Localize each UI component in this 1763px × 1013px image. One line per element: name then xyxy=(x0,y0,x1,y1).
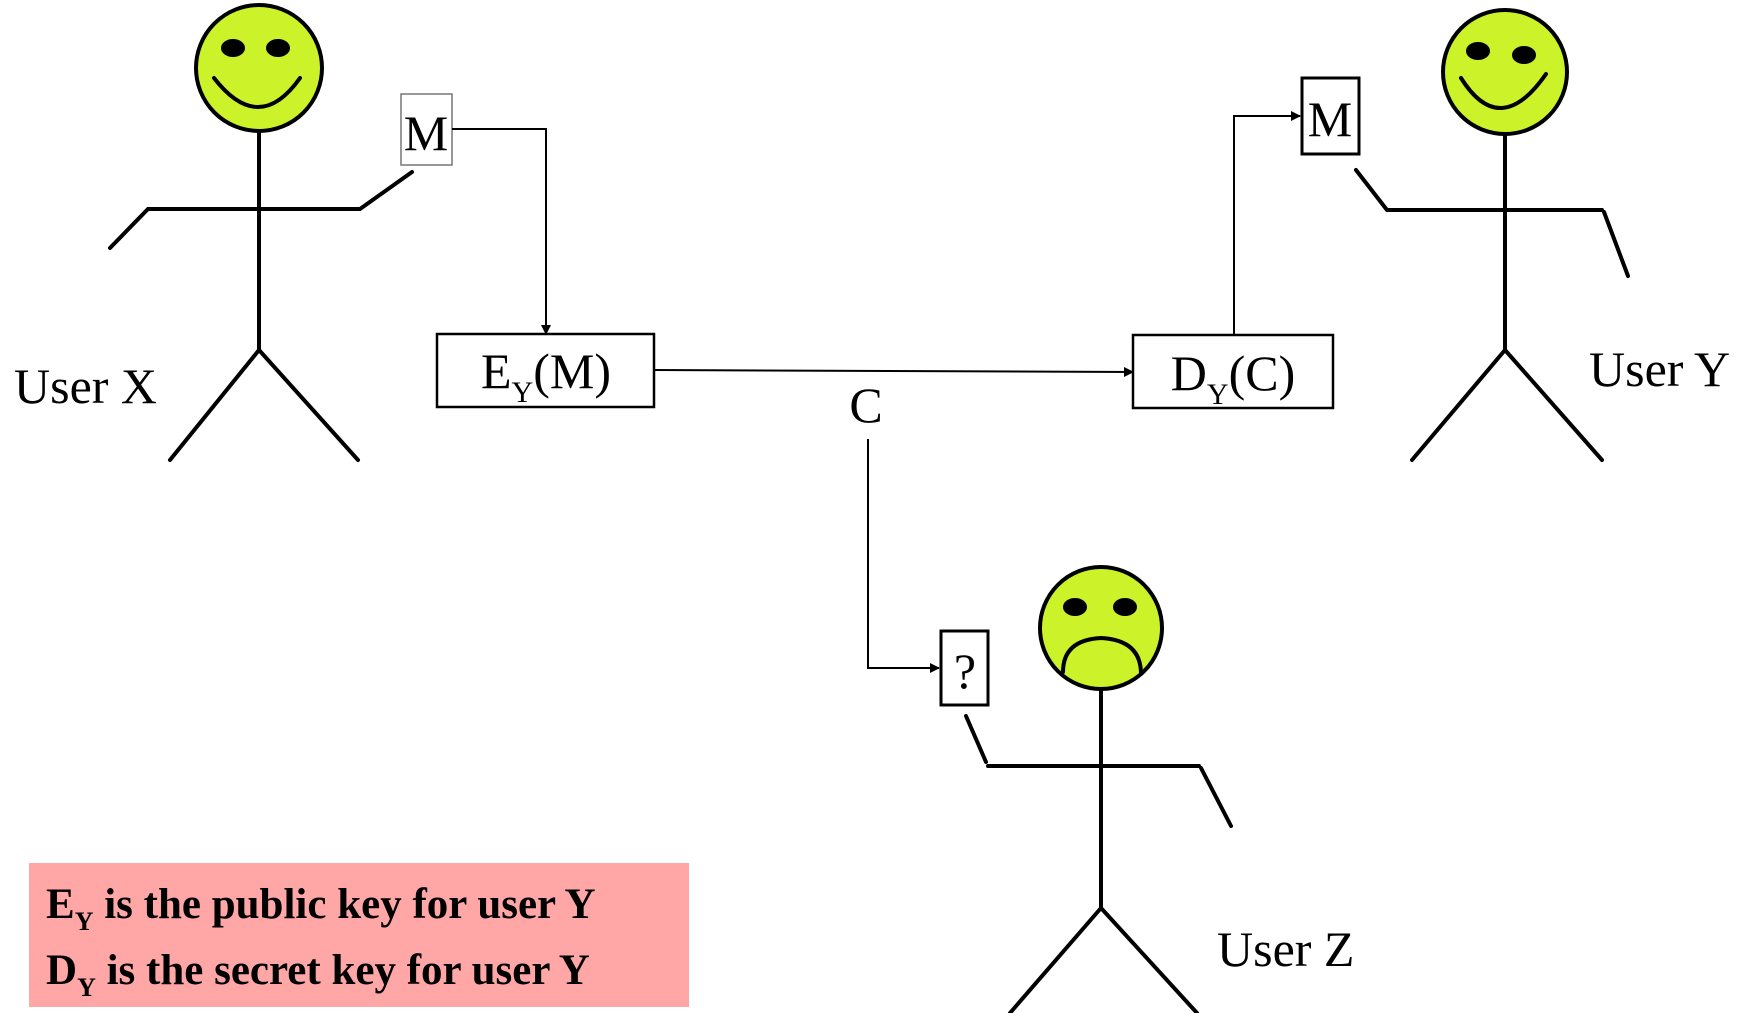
plaintext-x-label: M xyxy=(404,105,448,161)
smiley-face-icon xyxy=(194,3,324,133)
legend-box: EY is the public key for user Y DY is th… xyxy=(29,863,689,1007)
arrow-to-encrypt xyxy=(452,128,551,335)
user-z-figure xyxy=(964,565,1233,1013)
encrypt-label: EY(M) xyxy=(481,343,611,409)
plaintext-box-y: M xyxy=(1300,76,1361,156)
eavesdrop-arrow xyxy=(867,439,940,673)
unknown-label: ? xyxy=(954,643,976,699)
plaintext-box-x: M xyxy=(400,93,453,166)
ciphertext-channel-arrow xyxy=(653,366,1134,377)
legend-secret-key: DY is the secret key for user Y xyxy=(46,947,590,1002)
user-x-figure xyxy=(108,3,414,462)
unknown-box-z: ? xyxy=(939,629,990,707)
decrypt-box: DY(C) xyxy=(1131,333,1335,411)
legend-public-key: EY is the public key for user Y xyxy=(46,881,596,936)
frowning-face-icon xyxy=(1038,565,1164,691)
decrypt-label: DY(C) xyxy=(1171,345,1295,411)
user-y-label: User Y xyxy=(1589,341,1730,397)
ciphertext-label: C xyxy=(849,377,882,433)
smiley-face-icon xyxy=(1441,8,1569,136)
user-z-label: User Z xyxy=(1217,921,1354,977)
arrow-to-user-y xyxy=(1233,111,1301,335)
plaintext-y-label: M xyxy=(1308,91,1352,147)
user-y-figure xyxy=(1354,8,1630,462)
encrypt-box: EY(M) xyxy=(435,332,656,409)
user-x-label: User X xyxy=(14,358,157,414)
